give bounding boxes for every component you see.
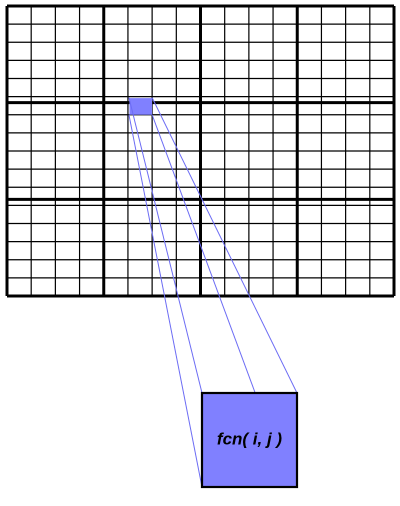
block-grid [5,4,396,298]
highlighted-cell [129,98,153,115]
projection-line [128,114,203,488]
projection-lines [128,97,298,488]
projection-line [151,97,298,394]
function-box [200,391,299,489]
projection-line [151,114,256,394]
projection-line [128,97,203,394]
function-label: fcn( i, j ) [217,429,283,448]
